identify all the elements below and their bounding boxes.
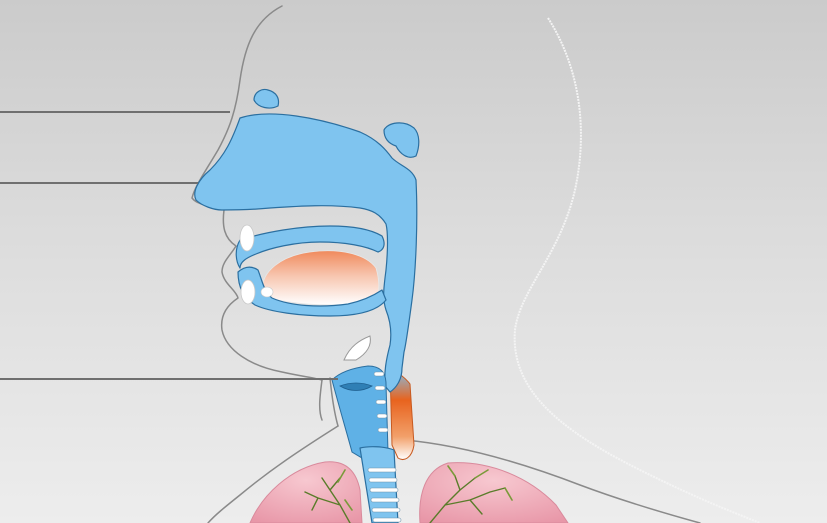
frontal-sinus [254,89,279,108]
larynx [332,366,388,460]
sphenoid-sinus [384,123,419,157]
lower-tooth-inner [261,287,273,297]
neck-back-outline [515,18,760,523]
lower-tooth [241,280,255,304]
upper-tooth [240,225,254,251]
tongue [262,251,379,305]
epiglottis [344,336,370,360]
right-lung [420,463,568,523]
